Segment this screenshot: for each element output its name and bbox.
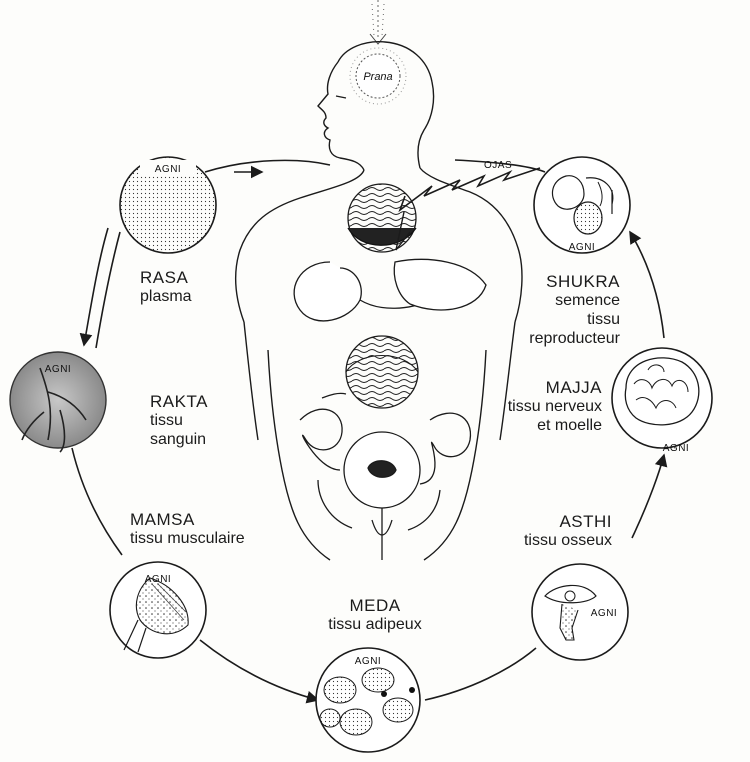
meda-name: MEDA bbox=[349, 596, 401, 615]
meda-agni-label: AGNI bbox=[355, 656, 381, 667]
asthi-label: ASTHI tissu osseux bbox=[492, 512, 612, 551]
majja-agni-label: AGNI bbox=[663, 443, 689, 454]
rakta-desc-line2: sanguin bbox=[150, 430, 207, 448]
mamsa-agni-label: AGNI bbox=[145, 574, 171, 585]
asthi-agni-label: AGNI bbox=[591, 608, 617, 619]
rasa-agni-label: AGNI bbox=[155, 164, 181, 175]
shukra-agni-circle: AGNI bbox=[533, 156, 631, 254]
rasa-desc: plasma bbox=[140, 288, 192, 306]
meda-desc: tissu adipeux bbox=[328, 616, 422, 634]
meda-agni-circle: AGNI bbox=[315, 647, 421, 753]
majja-name: MAJJA bbox=[545, 378, 602, 397]
prana-rays bbox=[369, 0, 387, 45]
shukra-desc-line3: reproducteur bbox=[529, 329, 620, 347]
mamsa-label: MAMSA tissu musculaire bbox=[130, 510, 280, 549]
rasa-name: RASA bbox=[140, 268, 189, 287]
rasa-agni-circle: AGNI bbox=[119, 156, 217, 254]
rakta-agni-label: AGNI bbox=[45, 364, 71, 375]
ojas-label: OJAS bbox=[484, 160, 512, 171]
prana-label: Prana bbox=[363, 71, 392, 83]
shukra-label: SHUKRA semence tissu reproducteur bbox=[500, 272, 620, 349]
rakta-label: RAKTA tissu sanguin bbox=[150, 392, 240, 450]
mamsa-desc: tissu musculaire bbox=[130, 530, 245, 548]
asthi-name: ASTHI bbox=[559, 512, 612, 531]
shukra-desc-line2: tissu bbox=[587, 310, 620, 328]
meda-label: MEDA tissu adipeux bbox=[305, 596, 445, 635]
prana-sun: Prana bbox=[349, 47, 407, 105]
rakta-desc-line1: tissu bbox=[150, 412, 183, 430]
shukra-desc-line1: semence bbox=[555, 292, 620, 310]
rakta-name: RAKTA bbox=[150, 392, 208, 411]
shukra-agni-label: AGNI bbox=[569, 242, 595, 253]
cycle-ring bbox=[71, 159, 668, 704]
asthi-agni-circle: AGNI bbox=[531, 563, 629, 661]
majja-agni-circle: AGNI bbox=[611, 347, 713, 454]
human-figure bbox=[235, 41, 523, 561]
rakta-agni-circle: AGNI bbox=[9, 351, 107, 453]
majja-label: MAJJA tissu nerveux et moelle bbox=[476, 378, 602, 436]
internal-organs bbox=[293, 183, 487, 560]
shukra-name: SHUKRA bbox=[546, 272, 620, 291]
majja-desc-line1: tissu nerveux bbox=[507, 398, 602, 416]
rasa-label: RASA plasma bbox=[140, 268, 220, 307]
mamsa-name: MAMSA bbox=[130, 510, 195, 529]
ojas-lightning-icon bbox=[395, 167, 541, 251]
mamsa-agni-circle: AGNI bbox=[109, 561, 207, 659]
majja-desc-line2: et moelle bbox=[537, 416, 602, 434]
asthi-desc: tissu osseux bbox=[523, 532, 612, 550]
